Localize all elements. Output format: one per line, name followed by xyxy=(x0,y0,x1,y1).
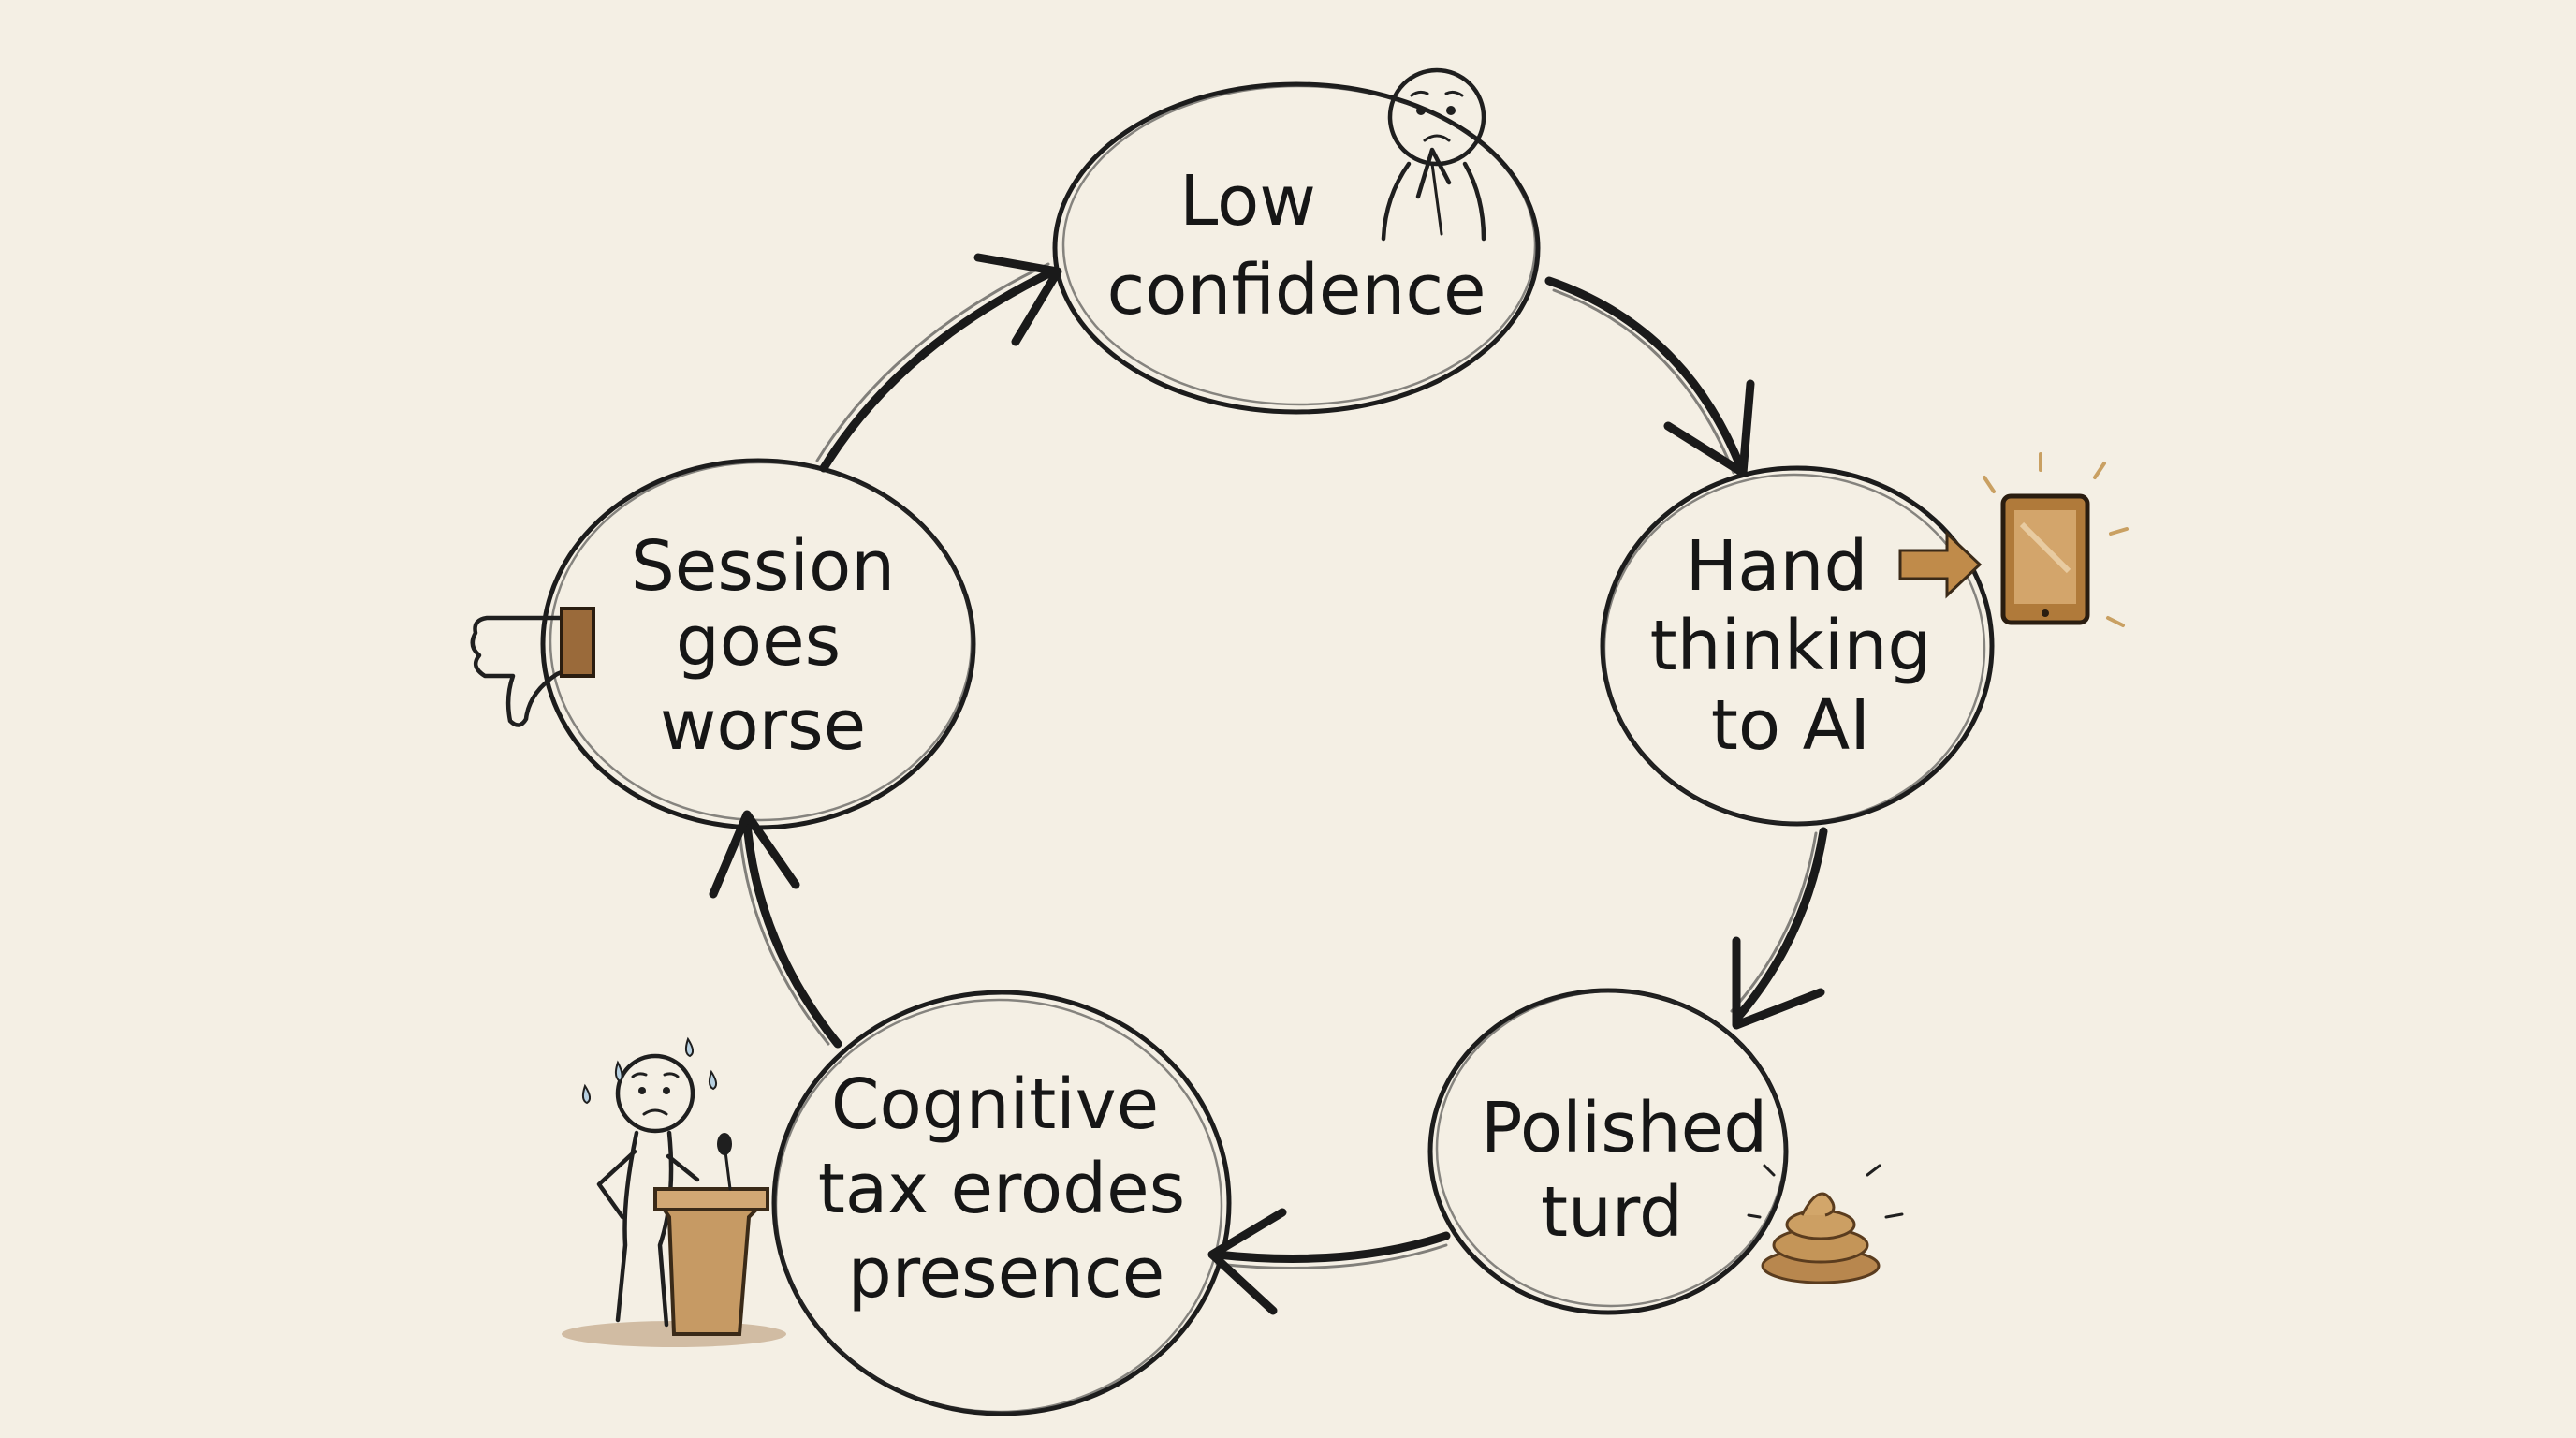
node-label-line: confidence xyxy=(1106,250,1486,330)
poop-icon xyxy=(1747,1164,1904,1284)
node-label-line: tax erodes xyxy=(818,1149,1185,1229)
thumbs-down-icon xyxy=(470,607,595,727)
node-label-line: to AI xyxy=(1711,685,1870,766)
arrow-session-to-low xyxy=(815,253,1062,473)
node-low-confidence: Low confidence xyxy=(1052,81,1541,415)
worried-person-icon xyxy=(1381,67,1486,242)
arrow-turd-to-cognitive xyxy=(1208,1208,1451,1315)
arrow-low-to-hand xyxy=(1544,276,1755,477)
node-session-worse: Session goes worse xyxy=(540,458,976,830)
nervous-speaker-icon xyxy=(562,1036,786,1347)
node-label-line: Session xyxy=(631,526,895,607)
phone-icon xyxy=(1898,452,2129,627)
node-label-line: worse xyxy=(660,685,866,766)
node-cognitive-tax: Cognitive tax erodes presence xyxy=(771,990,1232,1416)
node-label-line: turd xyxy=(1541,1172,1683,1253)
node-label-line: presence xyxy=(848,1233,1165,1313)
node-label-line: thinking xyxy=(1650,606,1932,686)
node-label-line: Cognitive xyxy=(831,1064,1159,1145)
node-hand-thinking: Hand thinking to AI xyxy=(1600,465,1995,827)
node-polished-turd: Polished turd xyxy=(1427,988,1789,1315)
node-label-line: Polished xyxy=(1481,1088,1767,1168)
node-label-line: goes xyxy=(676,601,841,682)
arrow-hand-to-turd xyxy=(1730,827,1828,1030)
node-label-line: Hand xyxy=(1686,526,1868,607)
node-label-line: Low xyxy=(1179,161,1316,242)
arrow-cognitive-to-session xyxy=(709,810,842,1049)
